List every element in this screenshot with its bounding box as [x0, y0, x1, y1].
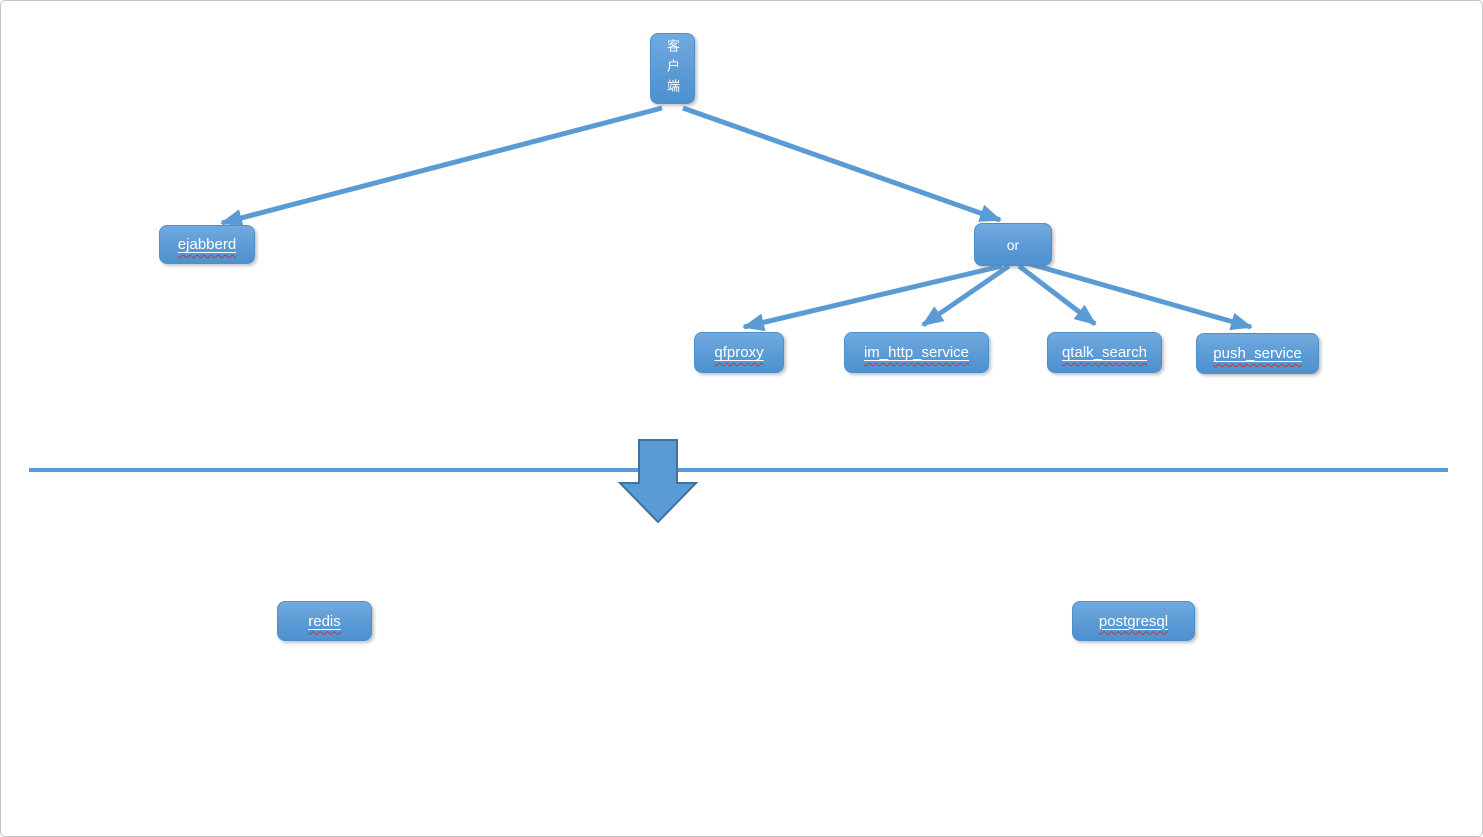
- node-qfproxy-label: qfproxy: [714, 344, 764, 361]
- edge-or-im-http-service: [921, 263, 1011, 328]
- node-push-service-label: push_service: [1213, 345, 1302, 362]
- node-or-label: or: [1006, 236, 1020, 253]
- node-ejabberd: ejabberd: [159, 225, 255, 264]
- node-postgresql-label: postgresql: [1098, 612, 1169, 630]
- node-or: or: [974, 223, 1052, 266]
- node-im-http-service: im_http_service: [844, 332, 989, 373]
- node-im-http-service-label: im_http_service: [863, 344, 970, 361]
- node-redis-label: redis: [308, 612, 341, 630]
- node-push-service: push_service: [1196, 333, 1319, 374]
- node-client: 客户端: [650, 33, 695, 104]
- edge-or-qfproxy: [742, 263, 1003, 332]
- node-qfproxy: qfproxy: [694, 332, 784, 373]
- flow-down-arrow: [617, 439, 699, 524]
- edge-or-qtalk-search: [1017, 264, 1097, 326]
- node-client-label: 客户端: [665, 38, 680, 99]
- node-qtalk-search: qtalk_search: [1047, 332, 1162, 373]
- node-ejabberd-label: ejabberd: [177, 236, 237, 253]
- edge-client-ejabberd: [220, 105, 663, 227]
- edge-client-or: [682, 105, 1002, 223]
- node-postgresql: postgresql: [1072, 601, 1195, 641]
- edge-or-push-service: [1029, 261, 1253, 331]
- node-qtalk-search-label: qtalk_search: [1061, 344, 1148, 361]
- node-redis: redis: [277, 601, 372, 641]
